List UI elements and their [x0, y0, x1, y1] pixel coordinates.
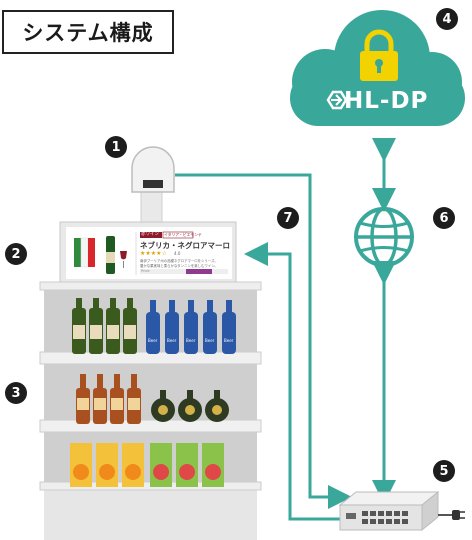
lock-icon — [360, 29, 398, 81]
signage-rating-value: 4.0 — [174, 251, 181, 256]
camera-switch-line — [175, 173, 352, 509]
signage-tag-origin: イタリア・ピエモンテ — [164, 232, 202, 237]
round-bottles — [151, 390, 229, 422]
badge-cloud: 4 — [436, 8, 458, 30]
badge-connection: 7 — [277, 207, 299, 229]
globe-icon — [354, 207, 414, 267]
beer-label: Beer — [224, 338, 234, 343]
beer-label: Beer — [205, 338, 215, 343]
badge-shelf: 3 — [5, 382, 27, 404]
cloud-service-name: HL-DP — [344, 88, 429, 114]
signage-rating: ★★★★☆ — [140, 250, 167, 257]
badge-camera: 1 — [105, 136, 127, 158]
badge-internet: 6 — [433, 207, 455, 229]
connection-arrows — [175, 138, 396, 521]
brown-bottles — [76, 374, 141, 424]
cloud-label: HL-DP — [344, 88, 428, 114]
signage-product-name: ネブリカ・ネグロアマーロ — [140, 241, 230, 250]
camera-icon — [131, 146, 175, 232]
beer-bottles — [146, 300, 236, 354]
wine-bottles — [72, 298, 137, 354]
power-plug-icon — [438, 510, 465, 520]
network-switch-icon — [338, 490, 440, 532]
signage-price-label: Price — [141, 269, 150, 273]
hl-dp-logo-icon — [326, 90, 348, 110]
diagram-title: システム構成 — [2, 10, 174, 54]
badge-signage: 2 — [5, 243, 27, 265]
beer-label: Beer — [167, 338, 177, 343]
digital-signage — [59, 221, 237, 283]
signage-description-2: 豊かな果実味と柔らかなタンニンを楽しむワイン。 — [140, 264, 218, 268]
orange-juice-cartons — [70, 443, 144, 487]
cloud-icon — [290, 10, 465, 126]
apple-juice-cartons — [150, 443, 224, 487]
switch-signage-line — [244, 242, 343, 521]
badge-switch: 5 — [433, 460, 455, 482]
signage-description-1: 南伊プーリア州の品種ネグロアマーロをシリーズ。 — [140, 259, 218, 263]
signage-tag: 赤ワイン — [141, 232, 159, 237]
beer-label: Beer — [186, 338, 196, 343]
beer-label: Beer — [148, 338, 158, 343]
